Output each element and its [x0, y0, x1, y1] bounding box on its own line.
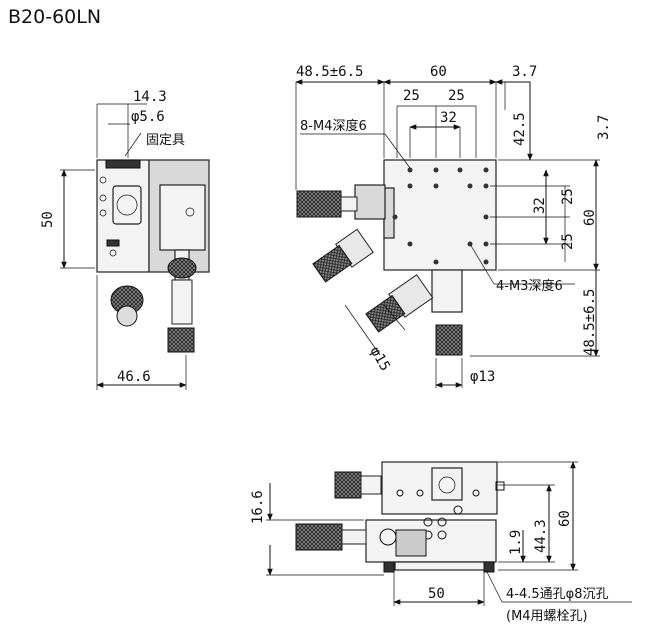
tap-bottom-label: 4-M3深度6	[496, 278, 563, 294]
dim-48-5-v: 48.5±6.5	[582, 289, 598, 356]
dim-48-5-left: 48.5±6.5	[296, 64, 363, 80]
top-view: 48.5±6.5 60 3.7 25 25 32 8-M4深度6 42.5 3.…	[295, 64, 612, 388]
tap-top-label: 8-M4深度6	[300, 118, 367, 134]
dim-32-h: 32	[440, 110, 457, 126]
top-knob-diag-upper[interactable]	[312, 244, 353, 283]
side-knob-vertical[interactable]	[167, 327, 195, 353]
hole-note: 4-4.5通孔φ8沉孔	[506, 587, 608, 602]
dim-3-7-top: 3.7	[512, 64, 537, 80]
dim-3-7-right: 3.7	[596, 115, 612, 140]
dim-44-3: 44.3	[533, 519, 549, 553]
hole-subnote: (M4用螺栓孔)	[506, 609, 588, 624]
front-knob-left[interactable]	[295, 523, 343, 551]
dim-46-6: 46.6	[117, 369, 151, 385]
front-view: 16.6 1.9 44.3 60 50 4-4.5通孔φ8沉孔 (M4用螺栓孔)	[250, 461, 632, 624]
dim-50-side: 50	[40, 211, 56, 228]
dim-1-9: 1.9	[508, 530, 524, 555]
top-knob-bottom[interactable]	[435, 324, 463, 356]
top-knob-left[interactable]	[296, 190, 342, 218]
front-lower-stage	[365, 519, 497, 563]
clamp-label: 固定具	[146, 133, 185, 148]
dim-50-front: 50	[428, 586, 445, 602]
dim-42-5: 42.5	[512, 112, 528, 146]
front-knob-top[interactable]	[334, 471, 362, 499]
dim-phi-15: φ15	[367, 344, 394, 374]
dim-14-3: 14.3	[133, 89, 167, 105]
top-stage-body	[383, 159, 497, 271]
dim-60-front: 60	[557, 510, 573, 527]
tap-holes	[392, 167, 489, 265]
side-view: 14.3 φ5.6 固定具 50 46.6	[40, 89, 210, 390]
model-title: B20-60LN	[8, 6, 102, 28]
dim-phi-5-6: φ5.6	[131, 109, 165, 125]
dim-16-6: 16.6	[250, 490, 266, 524]
dim-32-v: 32	[532, 197, 548, 214]
dim-60-top: 60	[430, 64, 447, 80]
dim-25-b: 25	[448, 88, 465, 104]
dim-60-v: 60	[582, 209, 598, 226]
dim-25-d: 25	[560, 233, 576, 250]
dim-25-a: 25	[403, 88, 420, 104]
dim-25-c: 25	[560, 188, 576, 205]
dim-phi-13: φ13	[470, 369, 495, 385]
top-knob-diag-lower[interactable]	[365, 294, 406, 333]
